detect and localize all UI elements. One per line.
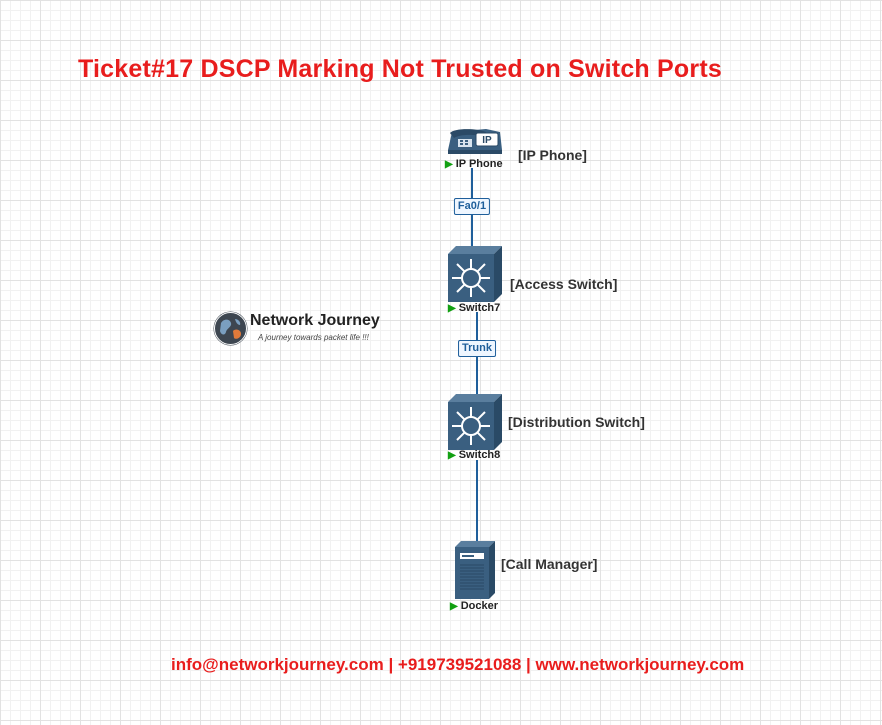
svg-text:IP: IP bbox=[482, 135, 492, 146]
layer3-switch-icon bbox=[448, 246, 502, 302]
role-label-ip-phone: [IP Phone] bbox=[518, 147, 587, 163]
role-label-switch7: [Access Switch] bbox=[510, 276, 618, 292]
logo-tagline: A journey towards packet life !!! bbox=[258, 333, 369, 342]
running-indicator-icon: ▶ bbox=[450, 601, 458, 612]
role-label-docker: [Call Manager] bbox=[501, 556, 598, 572]
running-indicator-icon: ▶ bbox=[445, 159, 453, 170]
device-label-docker: ▶Docker bbox=[450, 600, 498, 612]
device-label-switch8: ▶Switch8 bbox=[448, 449, 501, 461]
link-switch8-docker[interactable] bbox=[476, 460, 478, 545]
role-label-switch8: [Distribution Switch] bbox=[508, 414, 645, 430]
device-switch7[interactable] bbox=[448, 246, 502, 307]
running-indicator-icon: ▶ bbox=[448, 450, 456, 461]
device-docker[interactable] bbox=[455, 541, 495, 604]
device-ip-phone[interactable]: IP bbox=[446, 128, 504, 161]
ip-phone-icon: IP bbox=[448, 129, 502, 154]
device-label-ip-phone: ▶IP Phone bbox=[445, 158, 503, 170]
diagram-title: Ticket#17 DSCP Marking Not Trusted on Sw… bbox=[78, 55, 722, 83]
port-label-fa0-1: Fa0/1 bbox=[453, 198, 491, 215]
logo-title: Network Journey bbox=[250, 312, 380, 329]
server-icon bbox=[455, 541, 495, 599]
device-switch8[interactable] bbox=[448, 394, 502, 455]
running-indicator-icon: ▶ bbox=[448, 303, 456, 314]
contact-footer: info@networkjourney.com | +919739521088 … bbox=[171, 655, 745, 674]
device-label-switch7: ▶Switch7 bbox=[448, 302, 501, 314]
layer3-switch-icon bbox=[448, 394, 502, 450]
port-label-trunk: Trunk bbox=[458, 340, 496, 357]
globe-logo-icon bbox=[213, 311, 248, 346]
